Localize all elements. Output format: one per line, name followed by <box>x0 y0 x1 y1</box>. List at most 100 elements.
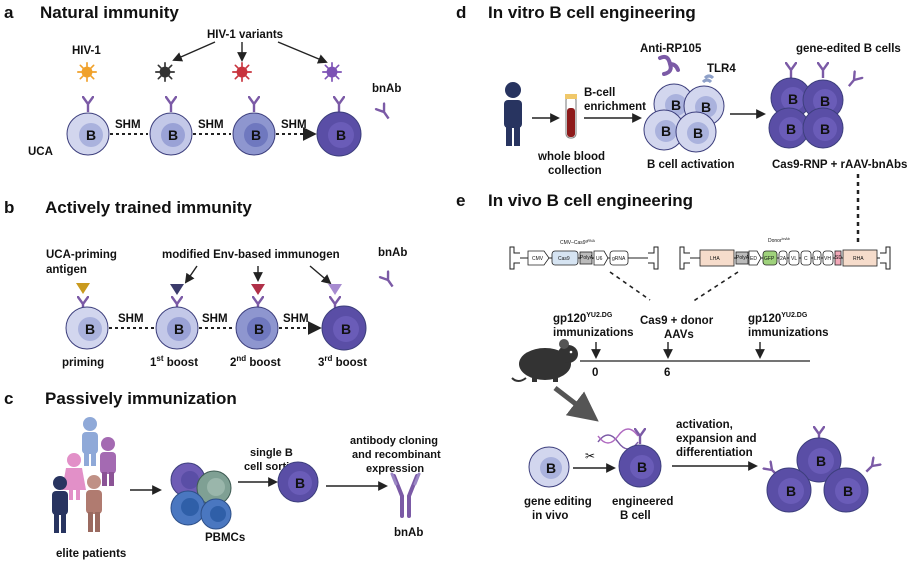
cassette1-title: CMV–Cas9gRNA <box>560 239 596 246</box>
b-cell-naive: B <box>528 446 570 488</box>
link-cassette2 <box>691 271 739 303</box>
pbmcs-icon <box>170 462 232 530</box>
part-lha: LHA <box>710 256 720 262</box>
bcr-3-icon <box>248 96 260 112</box>
bcr-d3-icon <box>844 70 864 90</box>
activation-label-2: expansion and <box>676 433 757 445</box>
b-cell-label: B <box>336 127 346 143</box>
b-cell-label: B <box>251 127 261 143</box>
part-cmv: CMV <box>532 256 544 262</box>
gp120-left-2: immunizations <box>553 327 634 339</box>
part-u6: U6 <box>596 256 603 262</box>
plasma-cells: B B B <box>766 437 869 513</box>
b-cell-label: B <box>254 321 264 337</box>
b-cell-4: B <box>316 111 362 157</box>
activated-b-cells: B B B B <box>643 83 725 153</box>
virus-variant-1-icon <box>155 62 175 82</box>
tlr4-icon <box>701 74 715 84</box>
panel-letter-d: d <box>456 3 466 22</box>
b-cell-boost2: B <box>235 306 279 350</box>
mouse-icon <box>511 339 578 382</box>
panel-letter-c: c <box>4 389 13 408</box>
panel-c-title: Passively immunization <box>45 389 237 408</box>
panel-b: b Actively trained immunity UCA-priming … <box>4 198 407 369</box>
b-cell-label: B <box>820 121 830 137</box>
enrich-label-1: B-cell <box>584 87 615 99</box>
b-cell-uca: B <box>66 112 110 156</box>
arrow-immunogen-3 <box>309 265 332 285</box>
cassette2: LHA PolyA ED GFP 2A VL C LH VH SD RHA <box>679 246 891 270</box>
cas9-label: Cas9-RNP + rAAV-bnAbs <box>772 159 907 171</box>
shm-label: SHM <box>283 313 309 325</box>
panel-e: e In vivo B cell engineering CMV–Cas9gRN… <box>456 191 891 522</box>
b-cell-2: B <box>149 112 193 156</box>
panel-a-title: Natural immunity <box>40 3 179 22</box>
arrow-variants-3 <box>277 41 328 64</box>
link-cassette1 <box>609 271 651 301</box>
shm-label: SHM <box>198 119 224 131</box>
blood-tube-icon <box>565 94 577 139</box>
arrow-variants-1 <box>172 41 216 62</box>
panel-d-title: In vitro B cell engineering <box>488 3 696 22</box>
part-gfp: GFP <box>764 256 775 262</box>
b-cell-label: B <box>341 321 351 337</box>
bnab-label-c: bnAb <box>394 527 423 539</box>
activation-label-1: activation, <box>676 419 733 431</box>
pbmcs-label: PBMCs <box>205 532 245 544</box>
b-cell-boost1: B <box>155 306 199 350</box>
antigen-boost2-icon <box>251 284 265 295</box>
antibody-icon <box>390 472 421 518</box>
b-cell-label: B <box>843 483 853 499</box>
bnab-label-a: bnAb <box>372 83 401 95</box>
shm-label: SHM <box>115 119 141 131</box>
cloning-label-2: and recombinant <box>352 449 441 461</box>
anti-rp105-label: Anti-RP105 <box>640 43 702 55</box>
bcr-1-icon <box>82 96 94 112</box>
timepoint-0: 0 <box>592 367 598 379</box>
bcr-4-icon <box>333 96 345 112</box>
enrich-label-2: enrichment <box>584 101 646 113</box>
arrow-e-down <box>553 386 599 422</box>
uca-label: UCA <box>28 146 53 158</box>
b-cell-label: B <box>786 483 796 499</box>
b-cell-label: B <box>693 125 703 141</box>
cassette2-title: DonorbnAb <box>768 237 790 244</box>
gene-editing-label-1: gene editing <box>524 496 592 508</box>
antigen-boost3-icon <box>328 284 342 295</box>
b-cell-label: B <box>295 475 305 491</box>
hiv1-variants-label: HIV-1 variants <box>207 29 283 41</box>
b-cell-label: B <box>637 459 647 475</box>
b-cell-label: B <box>816 453 826 469</box>
b-cell-label: B <box>786 121 796 137</box>
gene-edited-label: gene-edited B cells <box>796 43 901 55</box>
elite-patients-label: elite patients <box>56 548 126 560</box>
panel-c: c Passively immunization elite patients … <box>4 389 441 560</box>
stage-boost1: 1st boost <box>150 354 198 369</box>
panel-e-title: In vivo B cell engineering <box>488 191 693 210</box>
b-cell-sorted: B <box>277 461 319 503</box>
blood-label-1: whole blood <box>537 151 605 163</box>
b-cell-priming: B <box>65 306 109 350</box>
part-c: C <box>804 256 808 262</box>
blood-label-2: collection <box>548 165 602 177</box>
b-cell-label: B <box>788 91 798 107</box>
donor-label-1: Cas9 + donor <box>640 315 714 327</box>
b-cell-boost3: B <box>321 305 367 351</box>
gp120-right-1: gp120YU2.DG <box>748 312 808 325</box>
donor-label-2: AAVs <box>664 329 694 341</box>
stage-boost2: 2nd boost <box>230 354 281 369</box>
virus-variant-2-icon <box>232 62 252 82</box>
gene-editing-label-2: in vivo <box>532 510 568 522</box>
shm-label: SHM <box>281 119 307 131</box>
immunogen-label: modified Env-based immunogen <box>162 249 340 261</box>
b-cell-label: B <box>546 460 556 476</box>
virus-variant-3-icon <box>322 62 342 82</box>
anti-rp105-icon <box>658 54 680 76</box>
stage-boost3: 3rd boost <box>318 354 367 369</box>
sorting-label-1: single B <box>250 447 293 459</box>
cassette1: CMV Cas9 PolyA U6 gRNA <box>509 246 659 270</box>
panel-d: d In vitro B cell engineering whole bloo… <box>456 3 907 246</box>
b-cell-engineered: B <box>618 444 662 488</box>
part-lh: LH <box>814 256 821 262</box>
